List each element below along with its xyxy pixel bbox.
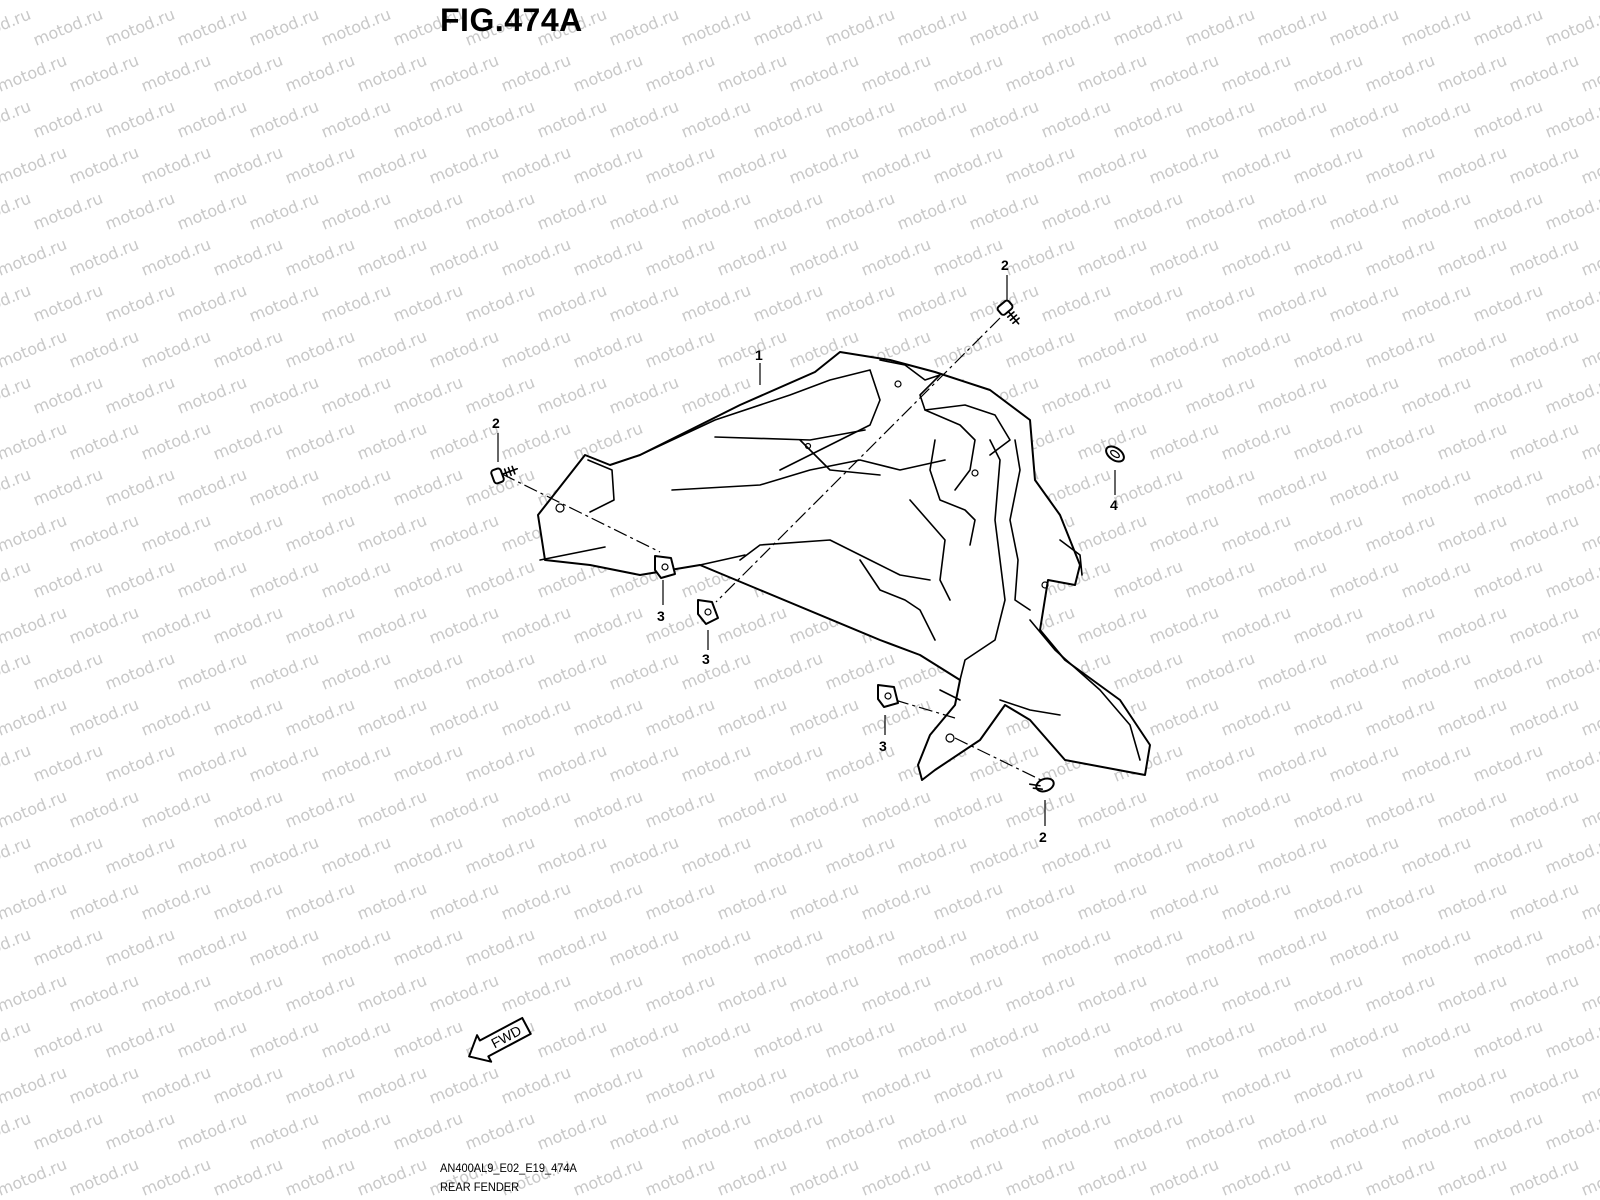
nut-part-3a xyxy=(654,555,676,579)
arrow-left-down-icon xyxy=(468,1016,532,1063)
callout-3-middle: 3 xyxy=(702,651,710,667)
screw-part-2c xyxy=(1028,777,1055,793)
callout-3-right: 3 xyxy=(879,738,887,754)
figure-code: AN400AL9_E02_E19_474A xyxy=(440,1161,577,1175)
clip-part-4 xyxy=(1105,445,1125,463)
screw-part-2a xyxy=(996,299,1020,325)
leader-lines xyxy=(497,275,1116,826)
rear-fender-part xyxy=(537,351,1151,781)
nut-part-3b xyxy=(697,599,719,625)
figure-name: REAR FENDER xyxy=(440,1180,520,1194)
callout-1: 1 xyxy=(755,347,763,363)
callout-2-top: 2 xyxy=(1001,257,1009,273)
nut-part-3c xyxy=(877,684,899,708)
callout-2-left: 2 xyxy=(492,415,500,431)
figure-title: FIG.474A xyxy=(440,2,583,38)
callout-4: 4 xyxy=(1110,497,1118,513)
callout-2-bottom: 2 xyxy=(1039,829,1047,845)
fwd-direction-marker: FWD xyxy=(468,1016,532,1063)
screw-part-2b xyxy=(490,465,519,485)
callouts: 1 2 2 2 3 3 3 4 xyxy=(492,257,1118,845)
callout-3-left: 3 xyxy=(657,608,665,624)
